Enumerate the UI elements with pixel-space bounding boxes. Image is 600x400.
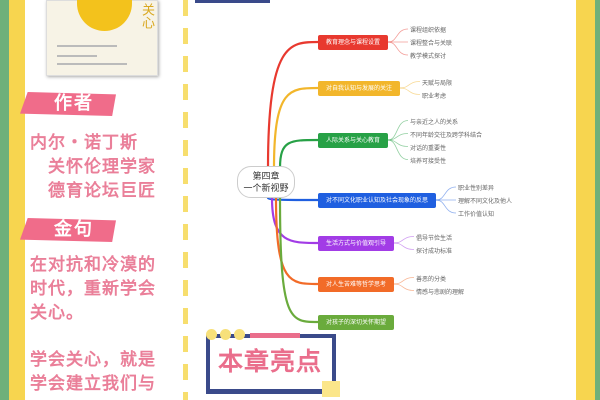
book-cover: 关心 — [46, 0, 158, 76]
leaf-connector — [399, 87, 421, 95]
leaf-node[interactable]: 课程组织依据 — [410, 27, 447, 34]
dashed-divider — [183, 0, 188, 400]
leaf-node[interactable]: 教学模式探讨 — [410, 53, 447, 60]
book-title: 关心 — [139, 3, 154, 29]
leaf-connector — [435, 186, 457, 201]
highlights-title: 本章亮点 — [218, 347, 323, 376]
center-line: 第四章 — [252, 172, 280, 182]
leaf-node[interactable]: 天赋与局限 — [422, 79, 453, 87]
leaf-node[interactable]: 不同年龄交往及跨学科结合 — [410, 131, 483, 139]
branch-connector — [274, 197, 319, 286]
branch-connector — [266, 196, 319, 202]
leaf-connector — [399, 81, 421, 89]
leaf-connector — [393, 236, 415, 244]
leaf-connector — [387, 41, 409, 56]
quote-line: 时代，重新学会 — [30, 279, 156, 299]
top-bar — [195, 0, 270, 3]
leaf-node[interactable]: 探讨成功标准 — [416, 247, 453, 255]
leaf-connector — [387, 120, 409, 141]
right-yellow-border — [576, 0, 595, 400]
right-green-border — [595, 0, 600, 400]
leaf-node[interactable]: 对话的重要性 — [410, 144, 447, 152]
leaf-connector — [393, 283, 415, 291]
center-line: 一个新视野 — [243, 184, 289, 194]
leaf-node[interactable]: 情感与悲剧的理解 — [416, 288, 465, 296]
leaf-connector — [387, 139, 409, 160]
leaf-node[interactable]: 善恶的分类 — [416, 275, 447, 283]
leaf-node[interactable]: 倡导节俭生活 — [416, 234, 453, 242]
leaf-node[interactable]: 与亲近之人的关系 — [410, 118, 459, 126]
leaf-node[interactable]: 工作价值认知 — [458, 211, 495, 218]
leaf-connector — [387, 28, 409, 43]
mindmap-center-node[interactable]: 第四章 一个新视野 — [237, 166, 295, 198]
branch-connector — [278, 197, 319, 324]
left-yellow-border — [9, 0, 25, 400]
quote-label: 金句 — [20, 218, 116, 242]
leaf-node[interactable]: 理解不同文化及他人 — [458, 198, 513, 205]
leaf-node[interactable]: 职业性别差异 — [458, 185, 495, 192]
branch-connector — [266, 40, 319, 169]
author-title: 德育论坛巨匠 — [48, 181, 156, 201]
quote-line: 关心。 — [30, 303, 84, 323]
branch-connector — [272, 86, 319, 169]
quote-line: 学会建立我们与 — [30, 374, 156, 394]
branch-node[interactable]: 人际关系与关心教育 — [318, 132, 389, 148]
left-green-border — [0, 0, 9, 400]
branch-node[interactable]: 对自我认知与发展的关注 — [318, 80, 401, 96]
leaf-node[interactable]: 培养可接受性 — [410, 157, 447, 165]
leaf-connector — [435, 199, 457, 214]
branch-node[interactable]: 教育理念与课程设置 — [318, 34, 389, 50]
branch-node[interactable]: 生活方式与价值观引导 — [318, 235, 395, 251]
leaf-connector — [393, 277, 415, 285]
branch-node[interactable]: 对不同文化职业认知及社会现象的反思 — [318, 192, 437, 208]
branch-connector — [278, 138, 319, 169]
sticky-note-icon — [322, 381, 340, 397]
leaf-node[interactable]: 职业考虑 — [422, 92, 447, 100]
branch-connector — [270, 197, 319, 245]
quote-line: 在对抗和冷漠的 — [30, 255, 156, 275]
leaf-connector — [393, 242, 415, 250]
author-title: 关怀伦理学家 — [48, 157, 156, 177]
branch-node[interactable]: 对人生苦难等哲学思考 — [318, 276, 395, 292]
author-label: 作者 — [20, 92, 116, 116]
highlights-box: 本章亮点 — [206, 329, 340, 397]
leaf-node[interactable]: 课程整合与关联 — [410, 40, 453, 47]
quote-line: 学会关心，就是 — [30, 350, 156, 370]
author-name: 内尔・诺丁斯 — [30, 133, 138, 153]
branch-node[interactable]: 对孩子的深切关怀期望 — [318, 314, 395, 330]
